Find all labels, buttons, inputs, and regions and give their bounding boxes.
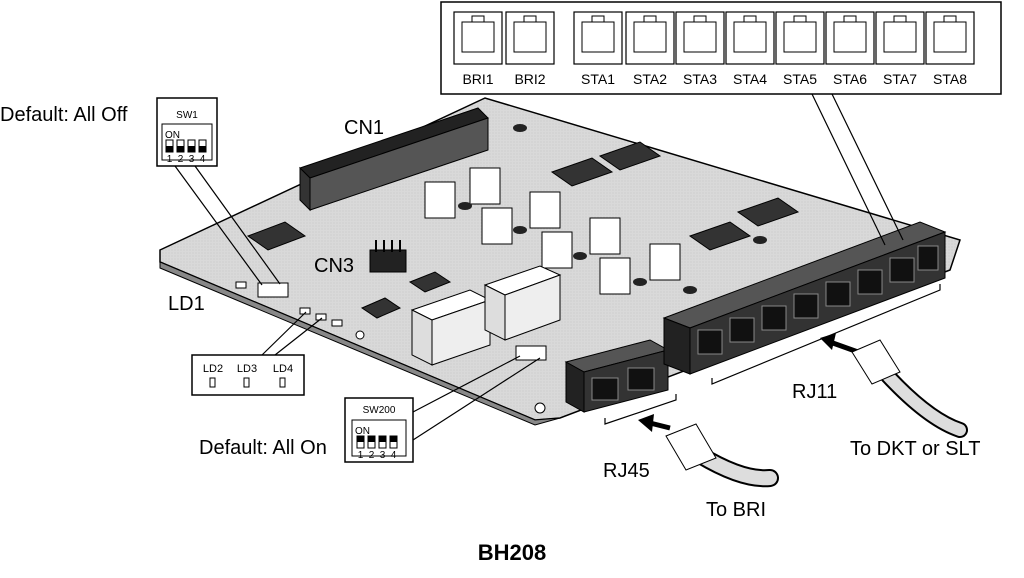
header-blocks xyxy=(410,265,562,366)
port-sta7: STA7 xyxy=(875,11,925,87)
dip-switch-4: 4 xyxy=(389,435,398,461)
dip-switch-2: 2 xyxy=(367,435,376,461)
rj45-label: RJ45 xyxy=(603,460,650,482)
port-bri2: BRI2 xyxy=(505,11,555,87)
sw200-on-board xyxy=(515,345,547,361)
led-callout: LD2 LD3 LD4 xyxy=(191,311,323,396)
port-label: STA4 xyxy=(733,71,767,87)
dip-position-label: 3 xyxy=(189,154,195,165)
to-dkt-label: To DKT or SLT xyxy=(850,438,980,460)
sw200-name: SW200 xyxy=(363,405,396,416)
port-label: STA8 xyxy=(933,71,967,87)
dip-position-label: 1 xyxy=(167,154,173,165)
sw200-default-label: Default: All On xyxy=(199,437,327,459)
led-list: LD2 LD3 LD4 xyxy=(203,363,293,388)
led-ld2: LD2 xyxy=(203,363,223,388)
port-label: STA2 xyxy=(633,71,667,87)
port-label: STA7 xyxy=(883,71,917,87)
ic-chips xyxy=(246,141,800,319)
sw1-on-board xyxy=(257,282,289,298)
port-sta5: STA5 xyxy=(775,11,825,87)
dip-switch-3: 3 xyxy=(187,139,196,165)
port-label: STA6 xyxy=(833,71,867,87)
cn1-label: CN1 xyxy=(344,117,384,139)
port-label: STA1 xyxy=(581,71,615,87)
port-sta4: STA4 xyxy=(725,11,775,87)
rj11-label: RJ11 xyxy=(792,381,837,403)
port-sta1: STA1 xyxy=(573,11,623,87)
cn3-header xyxy=(369,240,407,273)
dip-position-label: 4 xyxy=(391,450,397,461)
dip-switch-2: 2 xyxy=(176,139,185,165)
port-label: STA3 xyxy=(683,71,717,87)
dip-position-label: 4 xyxy=(200,154,206,165)
cn1-connector xyxy=(299,107,489,212)
led-ld4: LD4 xyxy=(273,363,293,388)
sw200-on-label: ON xyxy=(355,426,370,437)
port-label: STA5 xyxy=(783,71,817,87)
port-label: BRI1 xyxy=(462,71,493,87)
led-label: LD4 xyxy=(273,363,293,375)
sw1-default-label: Default: All Off xyxy=(0,104,128,126)
port-sta2: STA2 xyxy=(625,11,675,87)
dip-position-label: 1 xyxy=(358,450,364,461)
led-ld3: LD3 xyxy=(237,363,257,388)
rj11-jack-block xyxy=(662,221,947,375)
rj45-plug-cable xyxy=(665,423,779,488)
rj45-arrow xyxy=(638,414,671,432)
port-bri1: BRI1 xyxy=(453,11,503,87)
cn3-label: CN3 xyxy=(314,255,354,277)
transformers xyxy=(424,124,767,295)
leds-on-board xyxy=(235,281,343,327)
rj11-arrow xyxy=(820,333,859,355)
port-list: BRI1 BRI2 STA1 STA2 STA3 STA4 STA5 STA6 STA7 STA8 xyxy=(453,11,975,87)
ld1-label: LD1 xyxy=(168,293,205,315)
port-sta3: STA3 xyxy=(675,11,725,87)
dip-switch-4: 4 xyxy=(198,139,207,165)
sw1-on-label: ON xyxy=(165,130,180,141)
dip-position-label: 2 xyxy=(178,154,184,165)
dip-position-label: 2 xyxy=(369,450,375,461)
port-sta8: STA8 xyxy=(925,11,975,87)
dip-switch-1: 1 xyxy=(356,435,365,461)
diagram-caption: BH208 xyxy=(478,540,546,565)
sw1-name: SW1 xyxy=(176,110,198,121)
dip-switch-3: 3 xyxy=(378,435,387,461)
dip-switch-1: 1 xyxy=(165,139,174,165)
rj11-plug-cable xyxy=(851,339,968,438)
dip-position-label: 3 xyxy=(380,450,386,461)
rj45-jack-block xyxy=(564,339,670,413)
to-bri-label: To BRI xyxy=(706,499,766,521)
port-sta6: STA6 xyxy=(825,11,875,87)
port-label: BRI2 xyxy=(514,71,545,87)
led-label: LD2 xyxy=(203,363,223,375)
rj45-bracket xyxy=(604,394,677,425)
led-label: LD3 xyxy=(237,363,257,375)
